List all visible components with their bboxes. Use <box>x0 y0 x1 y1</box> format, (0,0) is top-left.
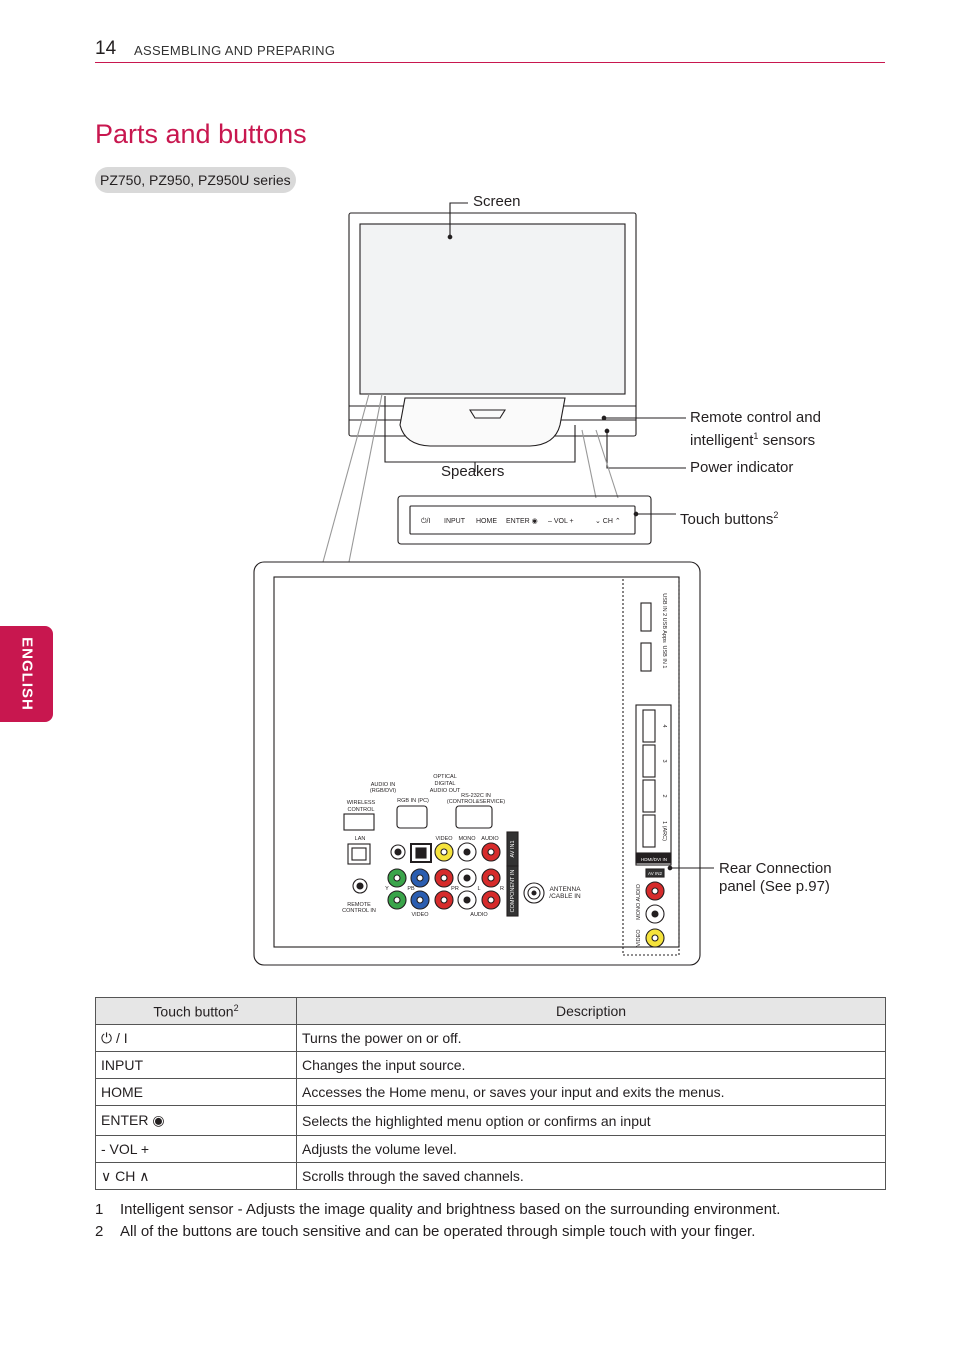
callout-power-indicator: Power indicator <box>690 459 794 476</box>
label-video: VIDEO <box>435 836 453 842</box>
label-optical-3: AUDIO OUT <box>430 788 461 794</box>
tv-diagram: ⏻/I INPUT HOME ENTER ◉ – VOL + ⌄ CH ⌃ AU… <box>253 202 714 966</box>
callout-rear-panel-2: panel (See p.97) <box>719 878 830 895</box>
callout-screen: Screen <box>473 193 521 210</box>
footnote-ref-2: 2 <box>773 510 779 520</box>
label-audio: AUDIO <box>481 836 499 842</box>
table-cell-description: Adjusts the volume level. <box>296 1135 886 1163</box>
label-l: L <box>477 886 480 892</box>
header-rule <box>95 62 885 63</box>
rear-panel-frame <box>253 561 701 966</box>
label-side-audio: MONO AUDIO <box>636 883 642 919</box>
label-y: Y <box>385 886 389 892</box>
label-r: R <box>500 886 504 892</box>
label-pb: PB <box>407 886 415 892</box>
table-cell-description: Scrolls through the saved channels. <box>296 1162 886 1190</box>
label-audio-in: AUDIO IN <box>371 782 395 788</box>
label-lan: LAN <box>355 836 366 842</box>
table-cell-description: Selects the highlighted menu option or c… <box>296 1105 886 1136</box>
callout-remote-sensor-2b: sensors <box>758 432 816 449</box>
table-cell-description: Accesses the Home menu, or saves your in… <box>296 1078 886 1106</box>
label-usb1: USB IN 1 <box>661 646 667 669</box>
table-cell-button: ∨ CH ∧ <box>95 1162 297 1190</box>
label-rs232-2: (CONTROL&SERVICE) <box>447 799 505 805</box>
table-header-button: Touch button2 <box>95 997 297 1025</box>
label-hdmi2: 2 <box>661 794 667 797</box>
callout-remote-sensor-2: intelligent1 sensors <box>690 427 815 450</box>
table-cell-button: - VOL + <box>95 1135 297 1163</box>
label-audio-in-2: (RGB/DVI) <box>370 788 396 794</box>
page-title: Parts and buttons <box>95 119 307 149</box>
touch-home-label: HOME <box>476 518 497 525</box>
table-cell-button: HOME <box>95 1078 297 1106</box>
label-hdmi3: 3 <box>661 759 667 762</box>
label-wireless: WIRELESS <box>347 800 376 806</box>
touch-vol-label: – VOL + <box>548 518 574 525</box>
label-mono: MONO <box>458 836 476 842</box>
touch-strip-frame <box>397 495 652 545</box>
footnote-1-text: Intelligent sensor - Adjusts the image q… <box>120 1201 781 1218</box>
footnote-2: 2 All of the buttons are touch sensitive … <box>95 1223 755 1240</box>
callout-speakers: Speakers <box>441 463 505 480</box>
label-optical: OPTICAL <box>433 774 457 780</box>
table-header-button-text: Touch button <box>153 1003 234 1020</box>
touch-enter-label: ENTER ◉ <box>506 518 538 525</box>
callout-touch-buttons-text: Touch buttons <box>680 511 774 528</box>
label-hdmi4: 4 <box>661 724 667 727</box>
label-antenna-2: /CABLE IN <box>549 893 581 900</box>
table-cell-description: Turns the power on or off. <box>296 1024 886 1052</box>
label-video-bottom: VIDEO <box>411 912 429 918</box>
table-cell-button: ⏻ / I <box>95 1024 297 1052</box>
callout-touch-buttons: Touch buttons2 <box>680 506 778 529</box>
label-rgb-in: RGB IN (PC) <box>397 798 429 804</box>
table-cell-button: ENTER ◉ <box>95 1105 297 1136</box>
label-av-in2: AV IN2 <box>648 871 662 876</box>
touch-ch-label: ⌄ CH ⌃ <box>595 517 621 525</box>
touch-input-label: INPUT <box>444 518 466 525</box>
label-rs232: RS-232C IN <box>461 793 491 799</box>
table-row: ∨ CH ∧Scrolls through the saved channels… <box>95 1162 886 1190</box>
label-remote-in-2: CONTROL IN <box>342 908 376 914</box>
table-header-sup: 2 <box>233 1002 239 1013</box>
label-side-video: VIDEO <box>636 929 642 947</box>
label-wireless-2: CONTROL <box>348 807 375 813</box>
label-component: COMPONENT IN <box>510 870 516 913</box>
label-av-in1: AV IN1 <box>510 840 516 857</box>
callout-remote-sensor-1: Remote control and <box>690 409 821 426</box>
page-number: 14 <box>95 38 117 59</box>
table-header-description: Description <box>296 997 886 1025</box>
table-cell-description: Changes the input source. <box>296 1051 886 1079</box>
touch-power-label: ⏻/I <box>421 517 430 525</box>
label-usb2: USB IN 2 USB Apps <box>661 593 667 643</box>
section-title: ASSEMBLING AND PREPARING <box>134 43 336 58</box>
footnote-2-num: 2 <box>95 1223 104 1240</box>
label-optical-2: DIGITAL <box>435 781 456 787</box>
footnote-2-text: All of the buttons are touch sensitive a… <box>120 1223 756 1240</box>
footnote-ref-1: 1 <box>753 431 759 441</box>
callout-rear-panel-1: Rear Connection <box>719 860 832 877</box>
table-header-row: Touch button2 Description <box>95 997 886 1025</box>
label-hdmi-dvi: HDMI/DVI IN <box>641 857 667 862</box>
tv-stand <box>399 397 566 447</box>
label-audio-bottom: AUDIO <box>470 912 488 918</box>
language-tab[interactable]: ENGLISH <box>0 626 53 722</box>
callout-remote-sensor-2a: intelligent <box>690 432 754 449</box>
table-row: ENTER ◉Selects the highlighted menu opti… <box>95 1105 886 1136</box>
tv-screen <box>359 223 626 395</box>
table-cell-button: INPUT <box>95 1051 297 1079</box>
series-badge: PZ750, PZ950, PZ950U series <box>95 167 296 193</box>
label-antenna: ANTENNA <box>549 886 581 893</box>
label-pr: PR <box>451 886 459 892</box>
footnote-1: 1 Intelligent sensor - Adjusts the image … <box>95 1201 780 1218</box>
label-hdmi1: 1 (ARC) <box>661 821 667 841</box>
table-row: - VOL +Adjusts the volume level. <box>95 1135 886 1163</box>
footnote-1-num: 1 <box>95 1201 104 1218</box>
label-remote-in: REMOTE <box>347 902 371 908</box>
